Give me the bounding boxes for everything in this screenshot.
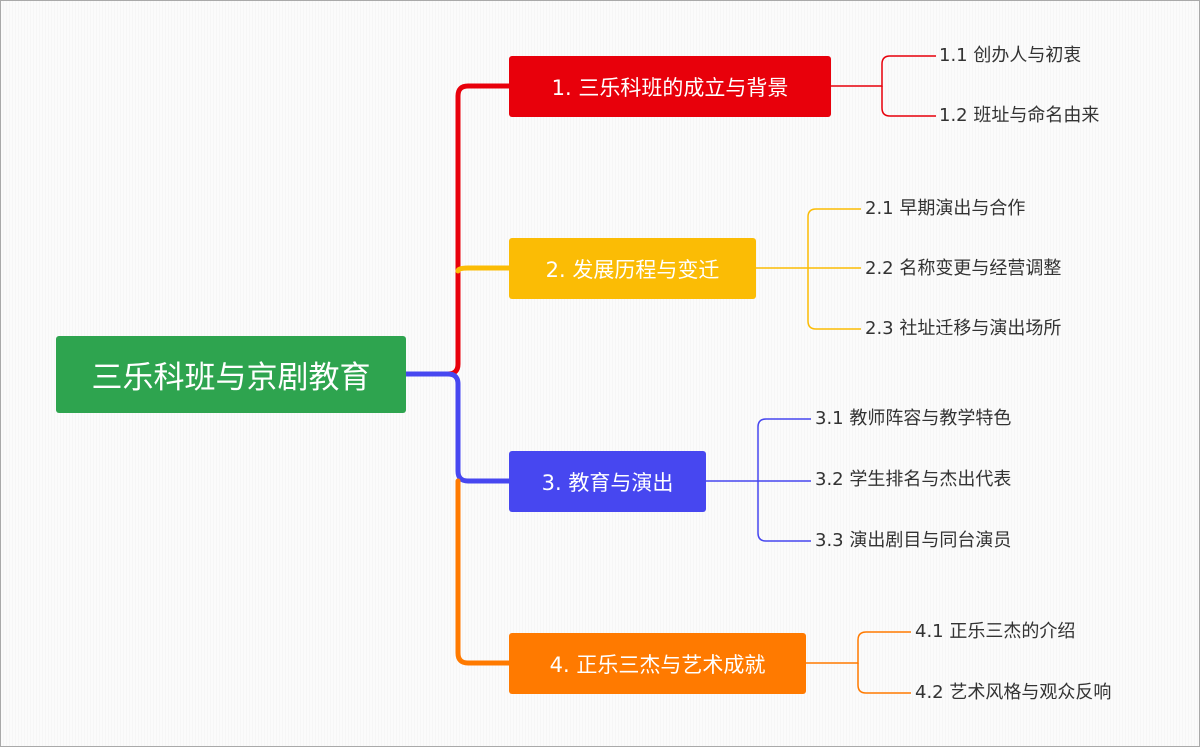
subtopic-2-2[interactable]: 2.2 名称变更与经营调整: [865, 258, 1062, 279]
topic-node-4-label: 4. 正乐三杰与艺术成就: [549, 652, 766, 677]
subtopic-2-3[interactable]: 2.3 社址迁移与演出场所: [865, 318, 1062, 339]
subtopic-3-1[interactable]: 3.1 教师阵容与教学特色: [815, 408, 1012, 429]
subtopic-1-2[interactable]: 1.2 班址与命名由来: [939, 105, 1100, 126]
connector-root-topic-2: [455, 265, 512, 274]
subtopic-1-1[interactable]: 1.1 创办人与初衷: [939, 45, 1082, 66]
subtopic-2-1[interactable]: 2.1 早期演出与合作: [865, 198, 1026, 219]
connector-topic-3-child-3: [757, 481, 811, 542]
topic-node-3-label: 3. 教育与演出: [541, 470, 674, 495]
topic-node-2[interactable]: 2. 发展历程与变迁: [509, 238, 756, 299]
connector-root-topic-4: [455, 478, 512, 666]
connector-root-topic-3: [403, 371, 512, 484]
root-node-label: 三乐科班与京剧教育: [91, 360, 371, 396]
topic-node-1-label: 1. 三乐科班的成立与背景: [551, 75, 789, 100]
root-node[interactable]: 三乐科班与京剧教育: [56, 336, 406, 413]
subtopic-3-3[interactable]: 3.3 演出剧目与同台演员: [815, 530, 1012, 551]
topic-node-3[interactable]: 3. 教育与演出: [509, 451, 706, 512]
subtopic-4-1[interactable]: 4.1 正乐三杰的介绍: [915, 621, 1076, 642]
connector-topic-4-child-1: [806, 631, 911, 664]
connector-topic-1-child-1: [831, 55, 936, 87]
subtopic-4-2[interactable]: 4.2 艺术风格与观众反响: [915, 682, 1112, 703]
topic-node-2-label: 2. 发展历程与变迁: [545, 257, 720, 282]
subtopic-3-2[interactable]: 3.2 学生排名与杰出代表: [815, 469, 1012, 490]
topic-node-1[interactable]: 1. 三乐科班的成立与背景: [509, 56, 831, 117]
connector-topic-3-child-1: [706, 418, 811, 482]
connector-topic-1-child-2: [881, 86, 936, 117]
topic-node-4[interactable]: 4. 正乐三杰与艺术成就: [509, 633, 806, 694]
connector-topic-2-child-1: [756, 208, 861, 269]
connector-topic-4-child-2: [857, 663, 911, 694]
connector-root-topic-1: [403, 83, 512, 377]
connector-topic-2-child-3: [807, 268, 861, 330]
